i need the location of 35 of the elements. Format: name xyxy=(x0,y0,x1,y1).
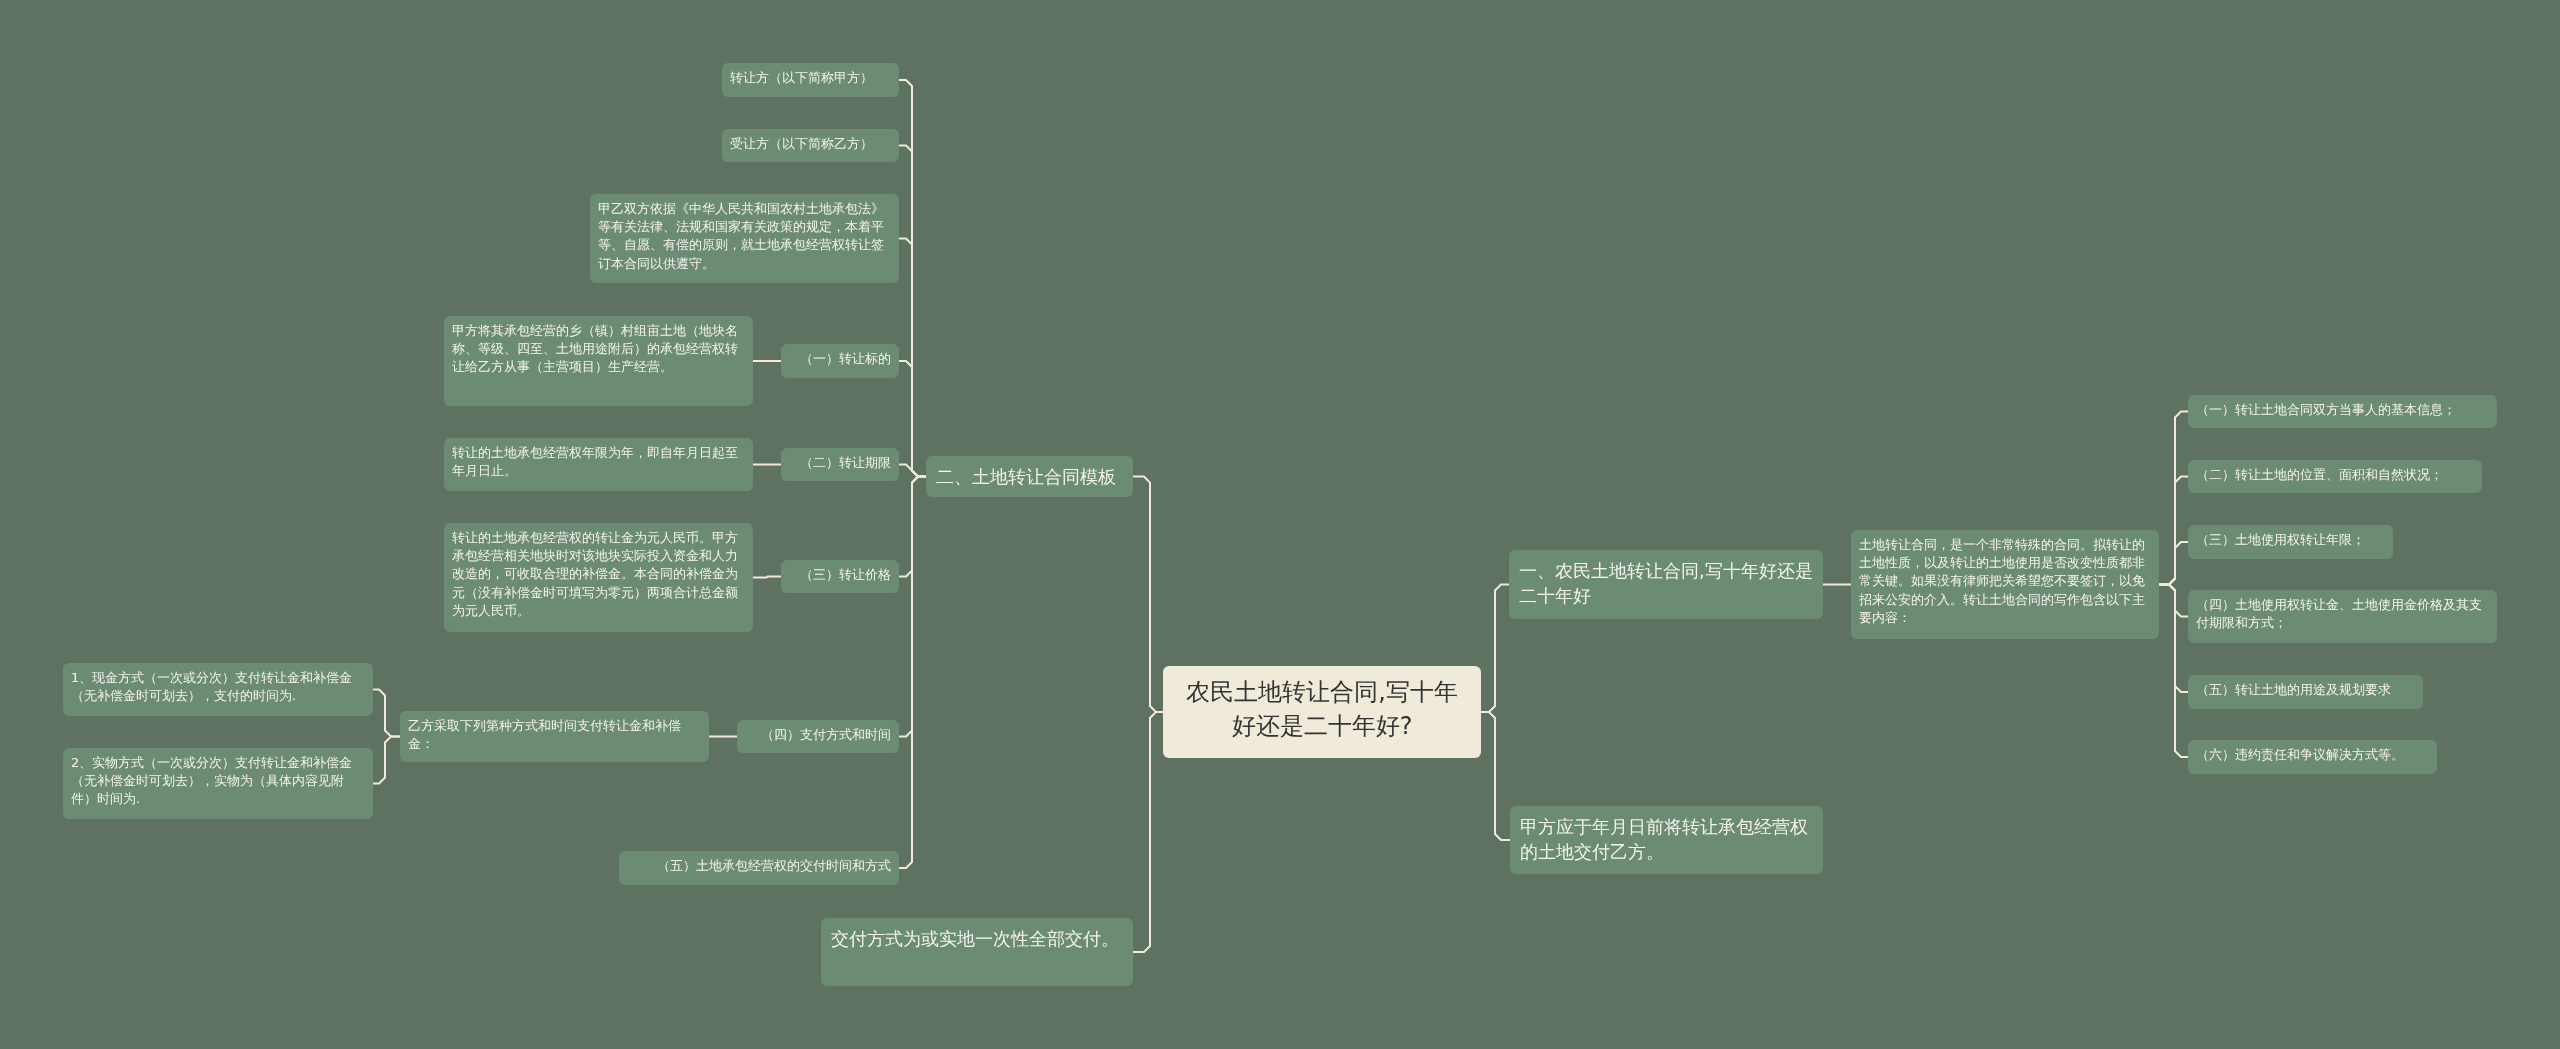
topic-box: 二、土地转让合同模板 xyxy=(926,456,1133,498)
connector-line xyxy=(708,735,738,738)
subtopic-box: 土地转让合同，是一个非常特殊的合同。拟转让的土地性质，以及转让的土地使用是否改变性质都非常关键。如果没有律师把关希望您不要签订，以免招来公安的介入。转让土地合同的写作包含以下主要内容： xyxy=(1851,530,2159,639)
subtopic-box: （三）土地使用权转让年限； xyxy=(2188,525,2393,559)
subtopic-box: 2、实物方式（一次或分次）支付转让金和补偿金（无补偿金时可划去），实物为（具体内容见附件）时间为. xyxy=(63,748,373,819)
subtopic-box: （六）违约责任和争议解决方式等。 xyxy=(2188,740,2437,774)
subtopic-box: 甲方将其承包经营的乡（镇）村组亩土地（地块名称、等级、四至、土地用途附后）的承包经营权转让给乙方从事（主营项目）生产经营。 xyxy=(444,316,753,406)
topic-box: 一、农民土地转让合同,写十年好还是二十年好 xyxy=(1509,550,1823,619)
subtopic-box: （一）转让标的 xyxy=(781,344,899,378)
connector-line xyxy=(752,575,782,579)
subtopic-box: （三）转让价格 xyxy=(781,560,899,593)
connector-line xyxy=(1822,583,1852,586)
subtopic-box: （四）支付方式和时间 xyxy=(737,720,899,753)
connector-line xyxy=(372,735,401,785)
subtopic-box: （五）土地承包经营权的交付时间和方式 xyxy=(619,851,899,885)
subtopic-box: 转让的土地承包经营权年限为年，即自年月日起至年月日止。 xyxy=(444,438,753,491)
subtopic-box: （一）转让土地合同双方当事人的基本信息； xyxy=(2188,395,2497,428)
connector-line xyxy=(752,360,782,362)
connector-line xyxy=(1480,711,1511,841)
subtopic-box: 甲乙双方依据《中华人民共和国农村土地承包法》等有关法律、法规和国家有关政策的规定，本着平等、自愿、有偿的原则，就土地承包经营权转让签订本合同以供遵守。 xyxy=(590,194,899,283)
subtopic-box: （二）转让土地的位置、面积和自然状况； xyxy=(2188,460,2482,493)
topic-box: 交付方式为或实地一次性全部交付。 xyxy=(821,918,1133,986)
subtopic-box: 转让方（以下简称甲方） xyxy=(722,63,899,97)
subtopic-box: 1、现金方式（一次或分次）支付转让金和补偿金（无补偿金时可划去），支付的时间为. xyxy=(63,663,373,716)
topic-box: 甲方应于年月日前将转让承包经营权的土地交付乙方。 xyxy=(1510,806,1823,874)
subtopic-box: 乙方采取下列第种方式和时间支付转让金和补偿金： xyxy=(400,711,709,762)
subtopic-box: （四）土地使用权转让金、土地使用金价格及其支付期限和方式； xyxy=(2188,590,2497,643)
subtopic-box: 转让的土地承包经营权的转让金为元人民币。甲方承包经营相关地块时对该地块实际投入资金和人力改造的，可收取合理的补偿金。本合同的补偿金为元（没有补偿金时可填写为零元）两项合计总金额为元人民币。 xyxy=(444,523,753,632)
connector-line xyxy=(2158,583,2189,758)
connector-line xyxy=(752,463,782,466)
central-topic: 农民土地转让合同,写十年好还是二十年好? xyxy=(1163,666,1481,758)
subtopic-box: 受让方（以下简称乙方） xyxy=(722,129,899,162)
connector-line xyxy=(1132,711,1164,953)
subtopic-box: （二）转让期限 xyxy=(781,448,899,481)
subtopic-box: （五）转让土地的用途及规划要求 xyxy=(2188,675,2423,709)
